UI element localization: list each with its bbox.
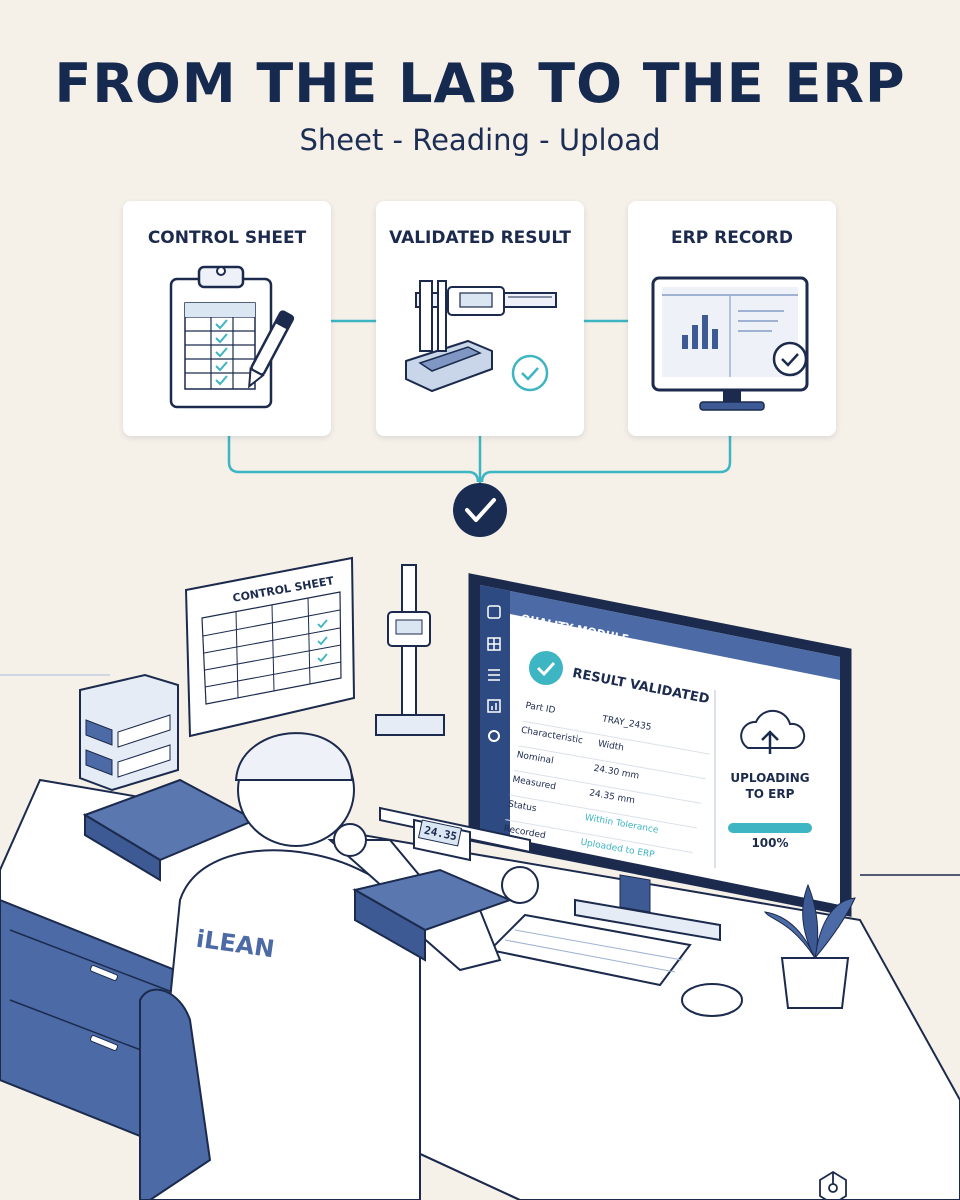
ilean-logo-icon [819, 1170, 847, 1200]
clipboard-pen-icon [169, 265, 295, 409]
keyboard [487, 913, 692, 987]
card-control-sheet: CONTROL SHEET [123, 201, 331, 436]
upload-percent: 100% [751, 836, 789, 850]
field-value: Width [597, 739, 625, 754]
field-label: Status [507, 799, 538, 815]
connector-line [227, 436, 480, 483]
grid-icon [487, 637, 501, 651]
field-label: Nominal [515, 750, 555, 767]
upload-label-line1: UPLOADING [730, 771, 810, 785]
card-title: ERP RECORD [671, 228, 793, 248]
field-label: Part ID [524, 700, 557, 717]
wall-control-sheet [184, 556, 356, 738]
storage-bins [79, 673, 179, 792]
upload-progress-fill [728, 823, 812, 833]
monitor-chart-check-icon [651, 276, 809, 411]
page-subtitle: Sheet - Reading - Upload [299, 123, 661, 157]
chair [139, 988, 212, 1200]
checkmark-icon [529, 651, 563, 685]
list-icon [488, 669, 500, 681]
field-label: Recorded [502, 824, 547, 842]
chart-icon [487, 699, 501, 713]
field-value: TRAY_2435 [601, 714, 653, 733]
upload-label-line2: TO ERP [745, 787, 795, 801]
page-title: FROM THE LAB TO THE ERP [54, 52, 906, 115]
card-title: VALIDATED RESULT [389, 228, 571, 248]
flow-connectors [227, 319, 732, 537]
caliper-check-icon [405, 280, 557, 393]
lab-scene: CONTROL SHEET QUALITY MODULE RESULT VALI… [0, 540, 960, 1200]
field-label: Measured [511, 774, 557, 793]
connector-line [480, 436, 732, 483]
field-value: 24.30 mm [592, 763, 640, 782]
plant [763, 883, 856, 1009]
square-icon [487, 605, 501, 619]
caliper [379, 806, 531, 862]
upload-label: UPLOADING TO ERP [726, 770, 814, 802]
gear-icon [488, 730, 500, 742]
checkmark-icon [453, 483, 507, 537]
height-gauge [375, 564, 445, 736]
worker [148, 732, 539, 1200]
card-title: CONTROL SHEET [147, 228, 307, 248]
field-value: 24.35 mm [588, 788, 636, 807]
mouse [681, 983, 743, 1017]
card-erp-record: ERP RECORD [628, 201, 836, 436]
cloud-upload-icon [740, 709, 806, 754]
lab-illustration [0, 556, 960, 1200]
card-validated-result: VALIDATED RESULT [376, 201, 584, 436]
